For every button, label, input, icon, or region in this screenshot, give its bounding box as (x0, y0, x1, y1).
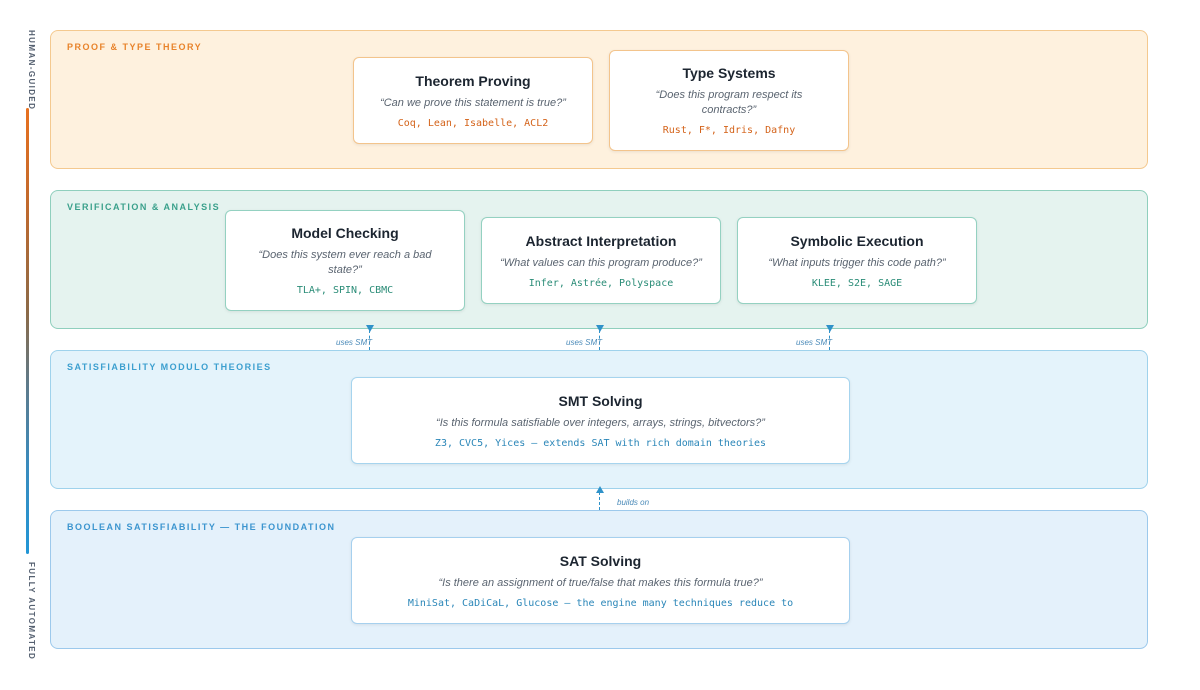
layer-title: SATISFIABILITY MODULO THEORIES (67, 362, 272, 372)
arrow-down-icon (826, 325, 834, 332)
card-title: SMT Solving (558, 392, 643, 409)
card-question: “Can we prove this statement is true?” (380, 96, 566, 109)
automation-gradient-bar (26, 108, 29, 554)
card-sat-solving[interactable]: SAT Solving “Is there an assignment of t… (351, 537, 850, 624)
card-type-systems[interactable]: Type Systems “Does this program respect … (609, 50, 849, 151)
card-question: “Does this program respect its contracts… (655, 89, 803, 116)
card-abstract-interpretation[interactable]: Abstract Interpretation “What values can… (481, 217, 721, 304)
card-title: Model Checking (291, 225, 399, 241)
connector-line (369, 330, 370, 350)
axis-top-label: HUMAN-GUIDED (27, 30, 36, 111)
connector-line (599, 330, 600, 350)
layer-proof-type-theory: PROOF & TYPE THEORY Theorem Proving “Can… (50, 30, 1148, 169)
card-question: “What values can this program produce?” (500, 256, 702, 269)
connector-line (829, 330, 830, 350)
card-question: “Is there an assignment of true/false th… (438, 576, 763, 589)
card-title: Type Systems (682, 65, 776, 81)
arrow-down-icon (596, 325, 604, 332)
arrow-up-icon (596, 486, 604, 493)
card-question: “Is this formula satisfiable over intege… (436, 416, 765, 429)
card-question: “What inputs trigger this code path?” (768, 256, 946, 269)
card-tools: Rust, F*, Idris, Dafny (662, 125, 796, 136)
layer-title: VERIFICATION & ANALYSIS (67, 202, 221, 212)
connector-label: uses SMT (796, 338, 833, 347)
layer-verification-analysis: VERIFICATION & ANALYSIS Model Checking “… (50, 190, 1148, 329)
card-tools: KLEE, S2E, SAGE (811, 277, 903, 289)
card-tools: TLA+, SPIN, CBMC (296, 285, 394, 296)
card-tools: MiniSat, CaDiCaL, Glucose — the engine m… (407, 597, 794, 609)
card-question: “Does this system ever reach a bad state… (258, 249, 432, 276)
arrow-down-icon (366, 325, 374, 332)
card-tools: Infer, Astrée, Polyspace (528, 277, 674, 289)
card-model-checking[interactable]: Model Checking “Does this system ever re… (225, 210, 465, 311)
card-smt-solving[interactable]: SMT Solving “Is this formula satisfiable… (351, 377, 850, 464)
card-title: Abstract Interpretation (525, 232, 677, 249)
layer-smt: SATISFIABILITY MODULO THEORIES SMT Solvi… (50, 350, 1148, 489)
card-tools: Z3, CVC5, Yices — extends SAT with rich … (434, 437, 767, 449)
layer-title: PROOF & TYPE THEORY (67, 42, 203, 52)
layer-sat: BOOLEAN SATISFIABILITY — THE FOUNDATION … (50, 510, 1148, 649)
connector-label: builds on (617, 498, 650, 507)
connector-label: uses SMT (336, 338, 373, 347)
card-title: Theorem Proving (415, 72, 531, 89)
layer-title: BOOLEAN SATISFIABILITY — THE FOUNDATION (67, 522, 336, 532)
connector-label: uses SMT (566, 338, 603, 347)
card-theorem-proving[interactable]: Theorem Proving “Can we prove this state… (353, 57, 593, 144)
connector-line (599, 492, 600, 510)
card-tools: Coq, Lean, Isabelle, ACL2 (397, 117, 549, 129)
axis-bottom-label: FULLY AUTOMATED (27, 562, 36, 661)
card-symbolic-execution[interactable]: Symbolic Execution “What inputs trigger … (737, 217, 977, 304)
card-title: Symbolic Execution (790, 232, 924, 249)
card-title: SAT Solving (559, 552, 642, 569)
